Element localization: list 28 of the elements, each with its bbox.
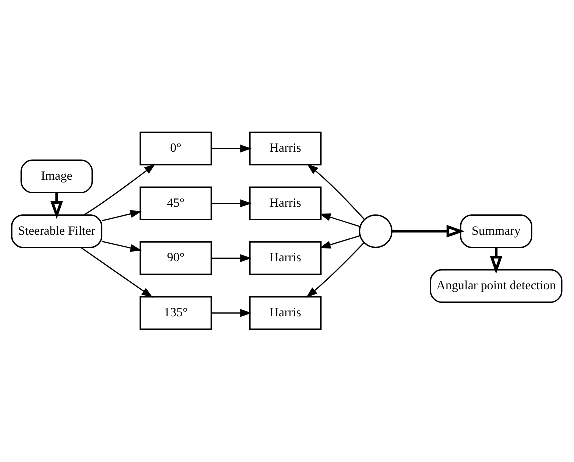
- node-box: Harris: [249, 186, 322, 220]
- node-box: Summary: [460, 214, 533, 248]
- node-box: 0°: [140, 132, 212, 166]
- arrow: [392, 225, 465, 238]
- node-box: Harris: [249, 242, 322, 276]
- arrow: [320, 235, 360, 249]
- node-box: Harris: [249, 132, 322, 166]
- node-box: 90°: [140, 242, 212, 276]
- arrow: [306, 242, 365, 298]
- node-box: Image: [20, 160, 94, 194]
- arrow: [84, 164, 156, 216]
- node-circle: [359, 214, 393, 248]
- arrow: [307, 164, 365, 220]
- node-box: Angular point detection: [430, 269, 563, 304]
- node-box: Steerable Filter: [11, 214, 103, 248]
- arrow: [102, 210, 142, 222]
- arrow: [50, 192, 64, 220]
- arrow: [490, 248, 503, 274]
- arrow: [102, 241, 142, 252]
- arrow: [212, 309, 252, 318]
- node-box: Harris: [249, 296, 322, 330]
- arrow: [212, 144, 252, 153]
- node-box: 135°: [140, 296, 212, 330]
- arrow: [212, 200, 252, 208]
- arrow: [320, 214, 360, 228]
- node-box: 45°: [140, 186, 212, 220]
- arrow: [80, 247, 154, 298]
- arrow: [212, 254, 252, 262]
